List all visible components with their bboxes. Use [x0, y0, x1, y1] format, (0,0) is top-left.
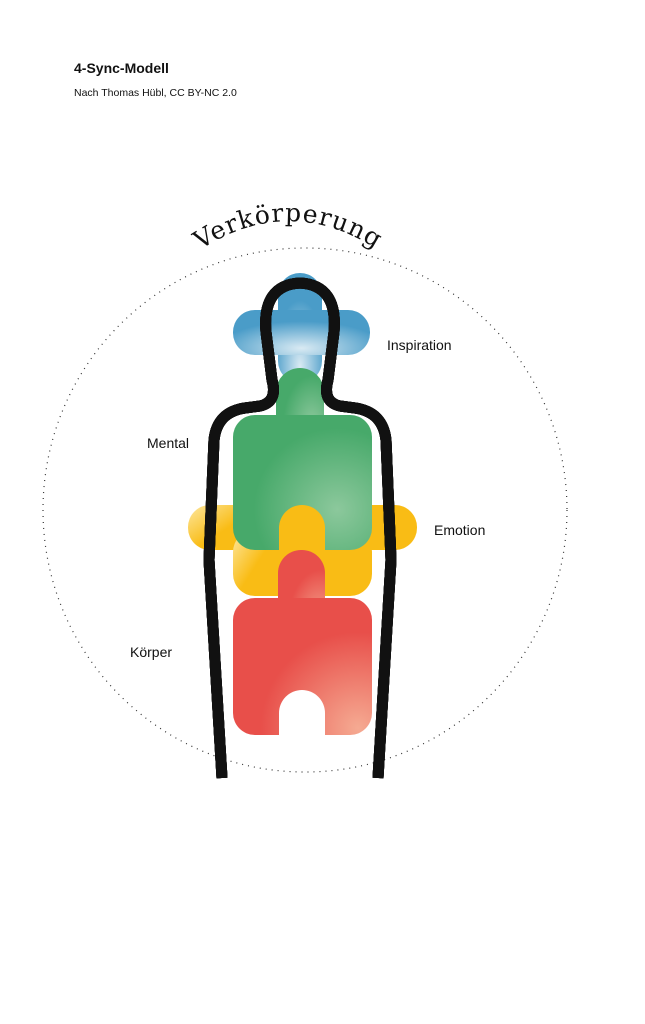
- body-outline: [203, 277, 397, 778]
- arc-label: Verkörperung: [187, 198, 388, 255]
- page-subtitle: Nach Thomas Hübl, CC BY-NC 2.0: [74, 87, 237, 99]
- page-title: 4-Sync-Modell: [74, 60, 169, 76]
- koerper-shape: [233, 550, 372, 735]
- label-emotion: Emotion: [434, 522, 485, 538]
- koerper-notch: [279, 690, 325, 738]
- label-koerper: Körper: [130, 644, 172, 660]
- embodiment-circle: [42, 247, 568, 773]
- label-inspiration: Inspiration: [387, 337, 452, 353]
- mental-shape: [233, 368, 372, 550]
- inspiration-shape: [233, 273, 370, 383]
- label-mental: Mental: [147, 435, 189, 451]
